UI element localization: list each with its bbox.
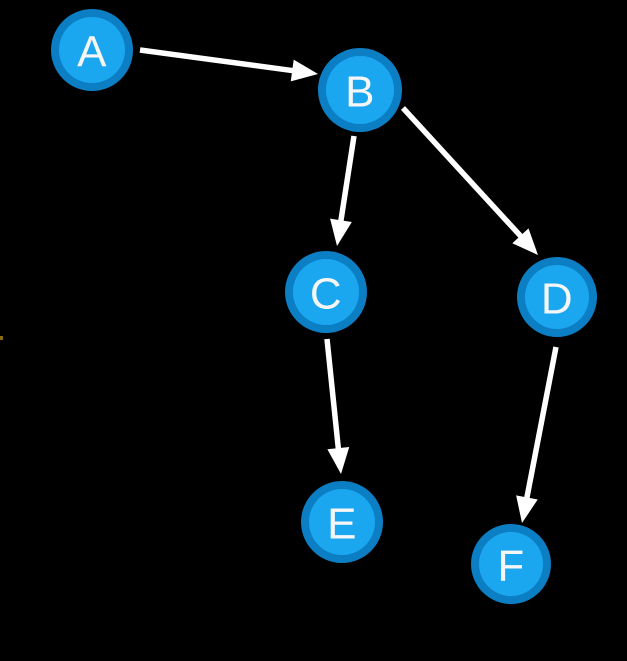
edge-arrowhead bbox=[516, 495, 538, 523]
edge-arrowhead bbox=[327, 447, 350, 474]
edge-shaft bbox=[400, 106, 524, 240]
edge-B-C bbox=[330, 135, 357, 246]
edge-shaft bbox=[523, 346, 559, 500]
edge-shaft bbox=[324, 338, 342, 451]
node-body bbox=[326, 56, 394, 124]
edge-shaft bbox=[337, 135, 357, 223]
edge-arrowhead bbox=[290, 59, 318, 82]
screen-artifact bbox=[0, 336, 3, 340]
node-A[interactable]: A bbox=[51, 9, 133, 91]
edge-B-D bbox=[400, 106, 538, 255]
edge-arrowhead bbox=[512, 228, 538, 255]
node-body bbox=[525, 265, 589, 329]
edge-D-F bbox=[516, 346, 559, 523]
edge-C-E bbox=[324, 338, 350, 474]
node-E[interactable]: E bbox=[301, 481, 383, 563]
node-body bbox=[479, 532, 543, 596]
edge-arrowhead bbox=[330, 218, 352, 246]
node-C[interactable]: C bbox=[285, 251, 367, 333]
nodes-layer: A B C D E F bbox=[51, 9, 597, 604]
node-D[interactable]: D bbox=[517, 257, 597, 337]
node-body bbox=[59, 17, 125, 83]
edge-A-B bbox=[139, 47, 318, 82]
node-F[interactable]: F bbox=[471, 524, 551, 604]
node-body bbox=[309, 489, 375, 555]
node-body bbox=[293, 259, 359, 325]
edges-layer bbox=[139, 47, 559, 523]
edge-shaft bbox=[139, 47, 295, 74]
node-B[interactable]: B bbox=[318, 48, 402, 132]
